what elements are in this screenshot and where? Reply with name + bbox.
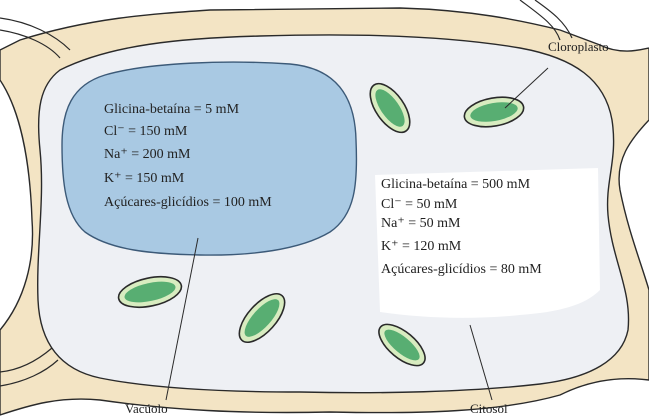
cytosol-line-3: Na⁺ = 50 mM [381, 217, 460, 231]
vacuole-line-2: Cl⁻ = 150 mM [104, 125, 187, 139]
cytosol-line-5: Açúcares-glicídios = 80 mM [381, 263, 542, 277]
vacuole-line-4: K⁺ = 150 mM [104, 172, 184, 186]
cytosol-line-1: Glicina-betaína = 500 mM [381, 178, 530, 192]
cytosol-line-2: Cl⁻ = 50 mM [381, 198, 457, 212]
chloroplast-label: Cloroplasto [548, 40, 609, 53]
cytosol-label: Citosol [470, 402, 508, 415]
vacuole-line-5: Açúcares-glicídios = 100 mM [104, 196, 272, 210]
vacuole-line-3: Na⁺ = 200 mM [104, 148, 190, 162]
vacuole-label: Vacúolo [125, 402, 168, 415]
vacuole-line-1: Glicina-betaína = 5 mM [104, 103, 239, 117]
cytosol-line-4: K⁺ = 120 mM [381, 240, 461, 254]
